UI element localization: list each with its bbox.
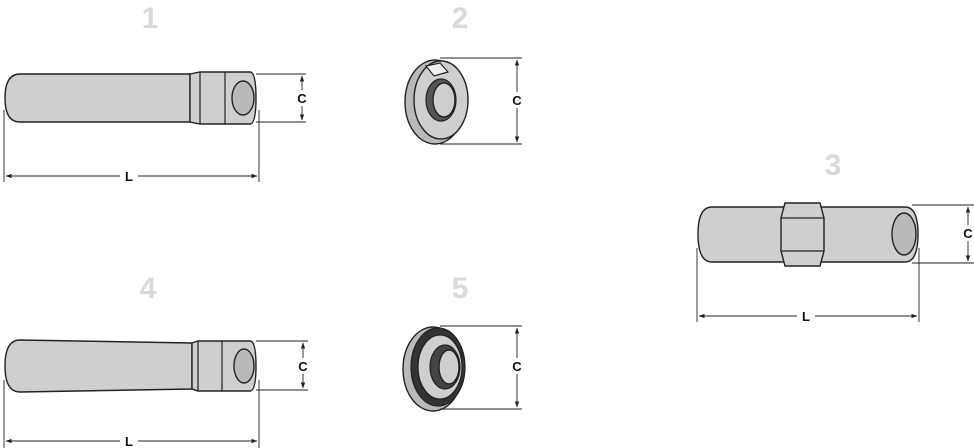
item-1: 1 C L xyxy=(3,2,310,184)
item-5-washer-drawing xyxy=(402,326,466,412)
item-1-number: 1 xyxy=(142,2,159,35)
item-5-c-dimension: C xyxy=(440,325,525,410)
item-3-c-dimension: C xyxy=(912,204,974,264)
item-1-l-label: L xyxy=(125,169,133,184)
item-4-l-label: L xyxy=(125,434,133,448)
item-2-ring-drawing xyxy=(404,59,469,145)
item-1-c-label: C xyxy=(297,91,307,106)
item-4-number: 4 xyxy=(140,272,157,305)
item-4: 4 C L xyxy=(3,272,311,448)
item-5-c-label: C xyxy=(512,359,522,374)
item-2-c-dimension: C xyxy=(440,57,525,145)
item-3-pin-drawing xyxy=(697,202,919,267)
item-2-c-label: C xyxy=(512,93,522,108)
item-5: 5 C xyxy=(402,272,525,412)
item-2-number: 2 xyxy=(452,2,469,35)
item-3: 3 C L xyxy=(696,149,974,324)
item-3-number: 3 xyxy=(825,149,842,182)
item-1-l-dimension: L xyxy=(3,110,260,184)
item-4-pin-drawing xyxy=(4,339,257,393)
item-4-c-label: C xyxy=(298,359,308,374)
item-3-c-label: C xyxy=(963,226,973,241)
item-3-l-label: L xyxy=(802,309,810,324)
item-2: 2 C xyxy=(404,2,525,145)
item-5-number: 5 xyxy=(452,272,469,305)
item-1-c-dimension: C xyxy=(256,73,310,123)
item-4-c-dimension: C xyxy=(256,340,311,391)
item-3-l-dimension: L xyxy=(696,248,920,324)
item-4-l-dimension: L xyxy=(3,380,260,448)
item-1-pin-drawing xyxy=(4,71,257,125)
